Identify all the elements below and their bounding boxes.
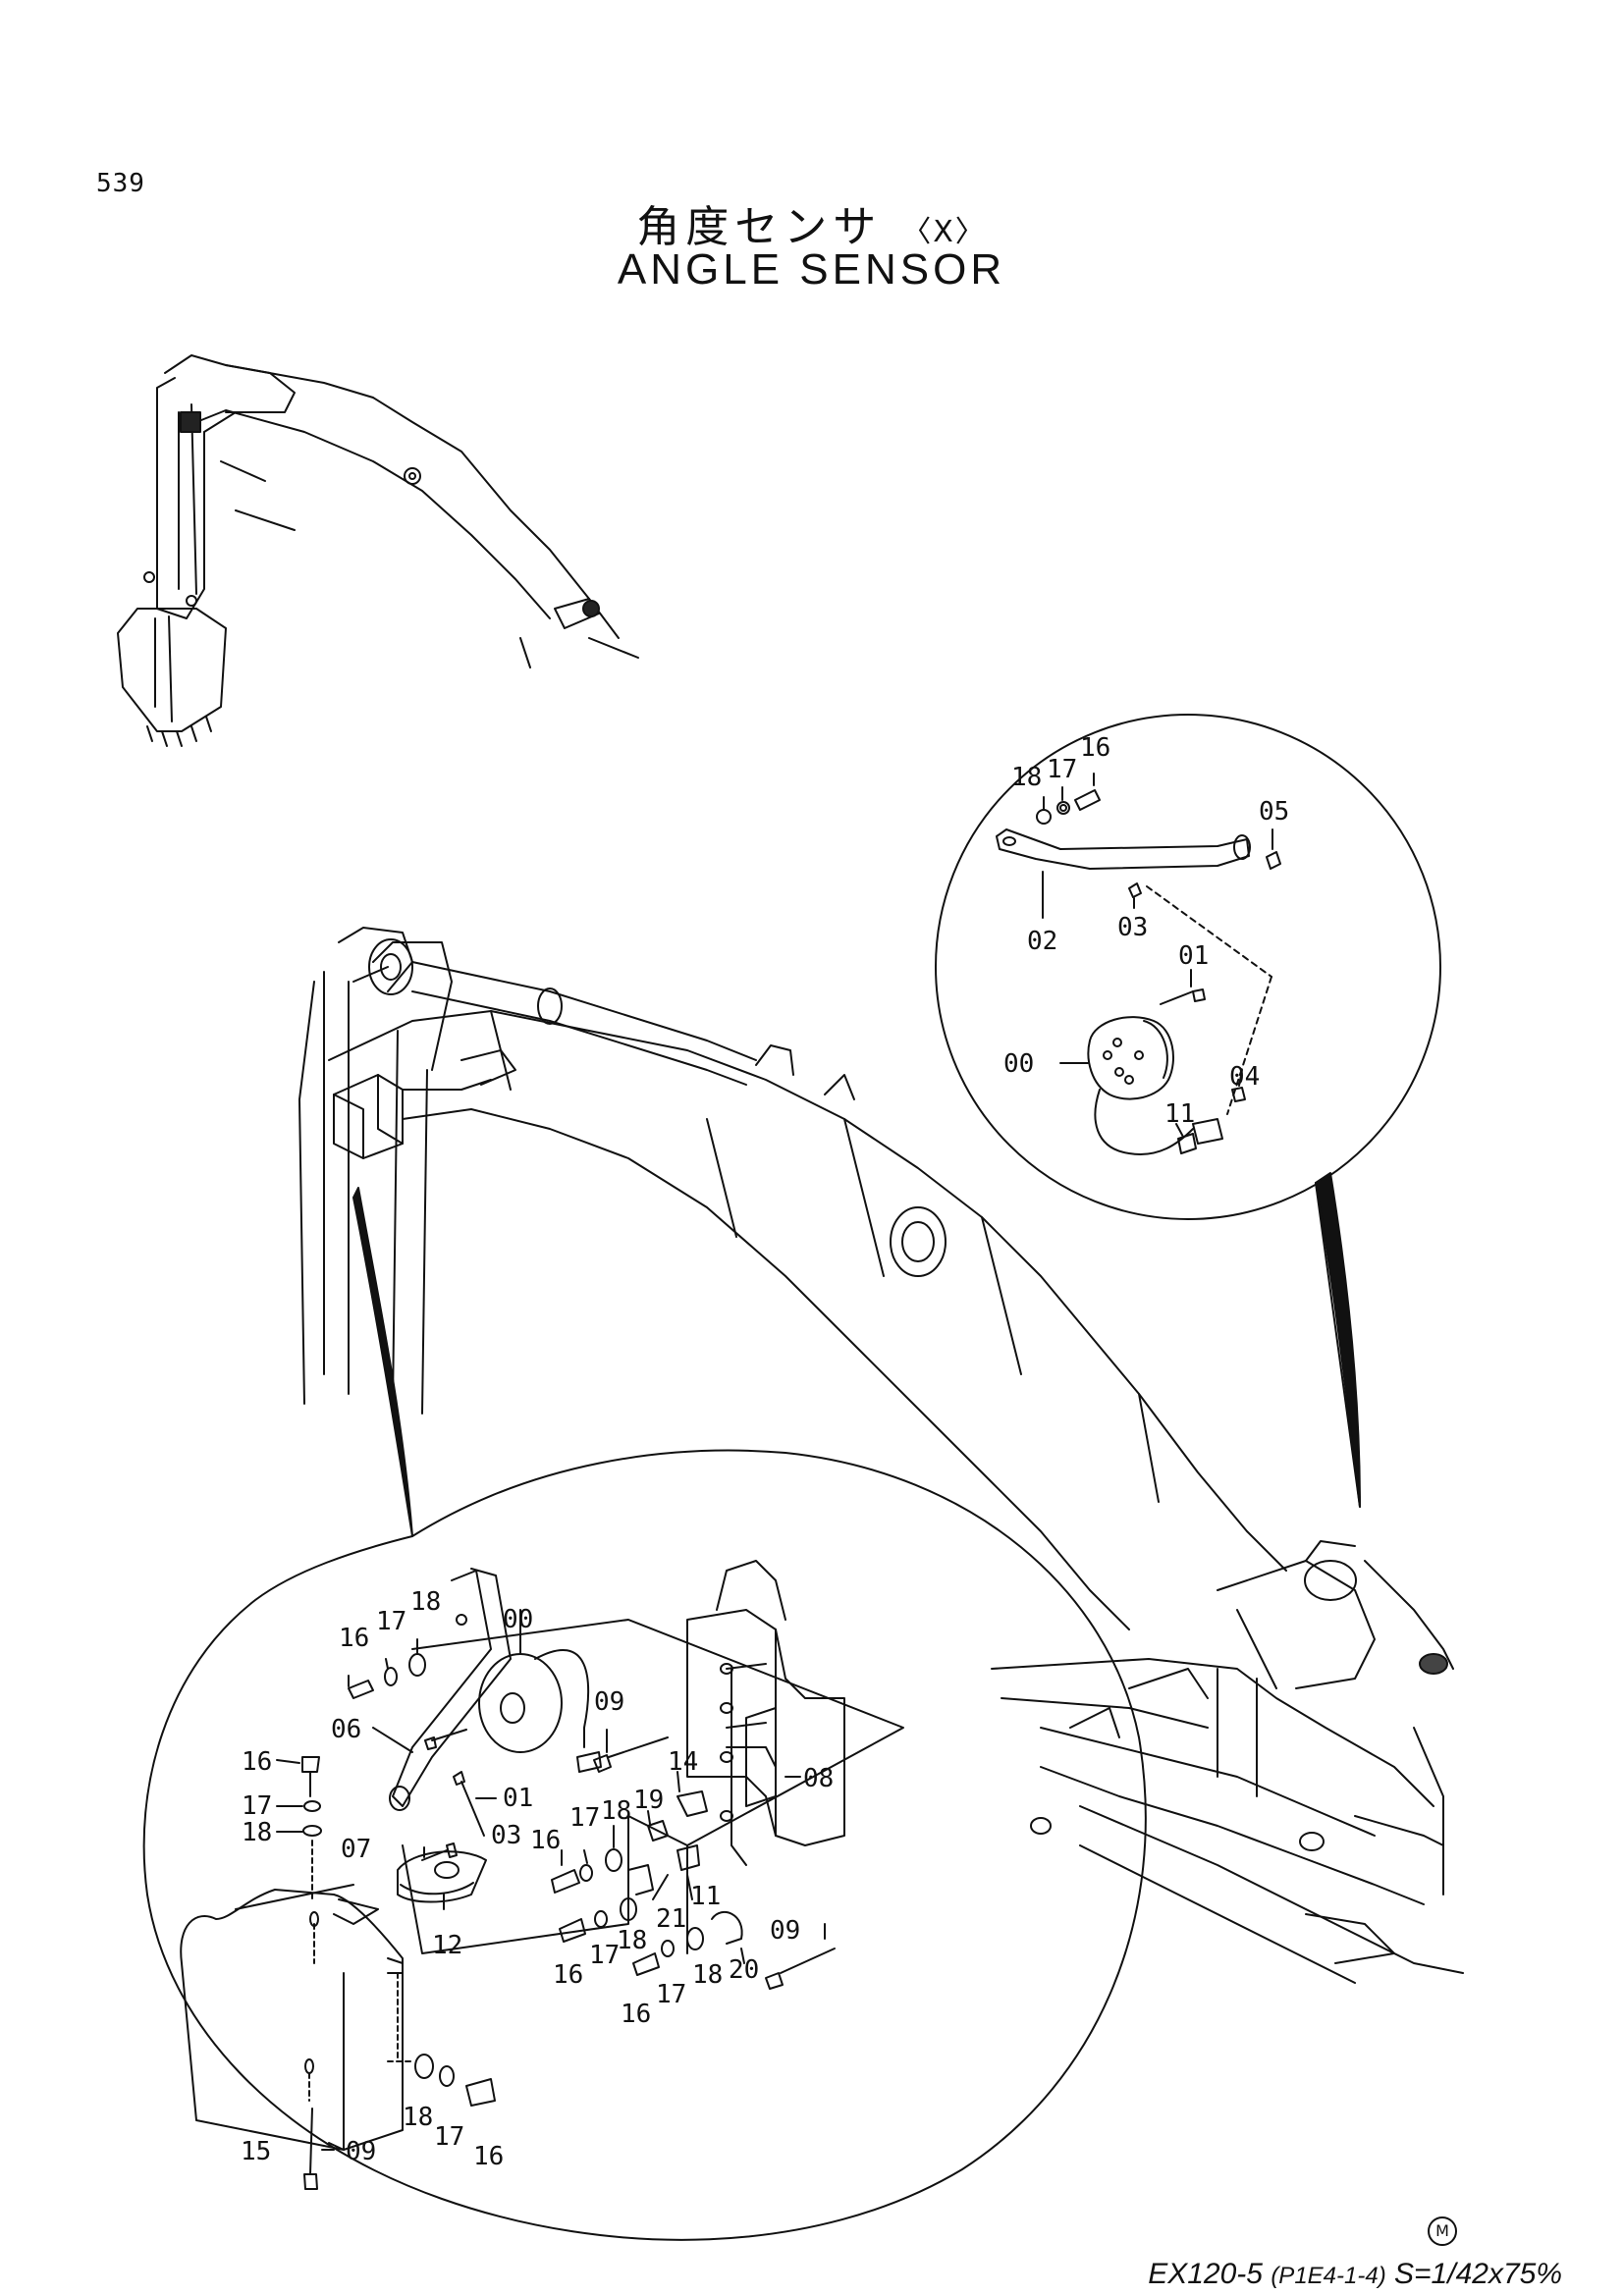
title-variant: 〈X〉 — [901, 215, 987, 249]
label-18: 18 — [1011, 763, 1042, 792]
label-02: 02 — [1027, 927, 1057, 956]
label-18: 18 — [617, 1926, 647, 1955]
lower-detail-labels: 18 17 16 00 09 06 16 17 18 01 03 07 14 1… — [241, 1587, 834, 2171]
label-16: 16 — [473, 2142, 504, 2171]
label-16: 16 — [530, 1826, 561, 1855]
label-14: 14 — [668, 1747, 698, 1777]
main-boom-view — [298, 927, 1464, 1984]
label-11: 11 — [690, 1882, 721, 1911]
overview-thumbnail — [117, 354, 639, 747]
footer-model: EX120-5 — [1148, 2258, 1263, 2290]
label-20: 20 — [729, 1955, 759, 1985]
label-17: 17 — [589, 1941, 620, 1970]
label-08: 08 — [803, 1764, 834, 1793]
label-18: 18 — [403, 2103, 433, 2132]
label-16: 16 — [621, 2000, 651, 2029]
label-09: 09 — [770, 1916, 800, 1946]
label-12: 12 — [432, 1931, 462, 1960]
label-17: 17 — [242, 1791, 272, 1821]
label-16: 16 — [553, 1960, 583, 1990]
page-title-english: ANGLE SENSOR — [617, 245, 1006, 294]
page-title-japanese: 角度センサ 〈X〉 — [0, 191, 1623, 254]
label-05: 05 — [1259, 797, 1289, 827]
lower-detail-callout — [142, 1187, 1147, 2241]
label-16: 16 — [242, 1747, 272, 1777]
footer-reference: EX120-5 (P1E4-1-4) S=1/42x75% — [1148, 2258, 1562, 2291]
label-19: 19 — [633, 1786, 664, 1815]
label-16: 16 — [1080, 733, 1110, 763]
manufacturer-mark: M — [1428, 2216, 1457, 2246]
label-09: 09 — [346, 2137, 376, 2166]
label-03: 03 — [491, 1821, 521, 1850]
label-18: 18 — [410, 1587, 441, 1617]
label-00: 00 — [1003, 1049, 1034, 1079]
label-18: 18 — [692, 1960, 723, 1990]
upper-detail-callout — [935, 714, 1441, 1508]
footer-scale: S=1/42x75% — [1394, 2258, 1562, 2290]
footer-code: (P1E4-1-4) — [1271, 2263, 1386, 2289]
label-17: 17 — [434, 2122, 464, 2152]
label-17: 17 — [376, 1607, 406, 1636]
label-17: 17 — [1047, 755, 1077, 784]
label-11: 11 — [1164, 1099, 1195, 1129]
label-17: 17 — [569, 1803, 600, 1833]
page-number: 539 — [96, 169, 145, 198]
label-15: 15 — [241, 2137, 271, 2166]
label-07: 07 — [341, 1835, 371, 1864]
label-21: 21 — [656, 1904, 686, 1934]
label-00: 00 — [503, 1605, 533, 1634]
label-17: 17 — [656, 1980, 686, 2009]
label-18: 18 — [242, 1818, 272, 1847]
upper-detail-labels: 18 17 16 05 02 03 01 00 04 11 — [1003, 733, 1289, 1129]
label-16: 16 — [339, 1624, 369, 1653]
label-01: 01 — [503, 1784, 533, 1813]
label-06: 06 — [331, 1715, 361, 1744]
label-03: 03 — [1117, 913, 1148, 942]
label-01: 01 — [1178, 941, 1209, 971]
title-jp-text: 角度センサ — [636, 202, 883, 252]
label-04: 04 — [1229, 1062, 1260, 1092]
label-09: 09 — [594, 1687, 624, 1717]
label-18: 18 — [601, 1796, 631, 1826]
